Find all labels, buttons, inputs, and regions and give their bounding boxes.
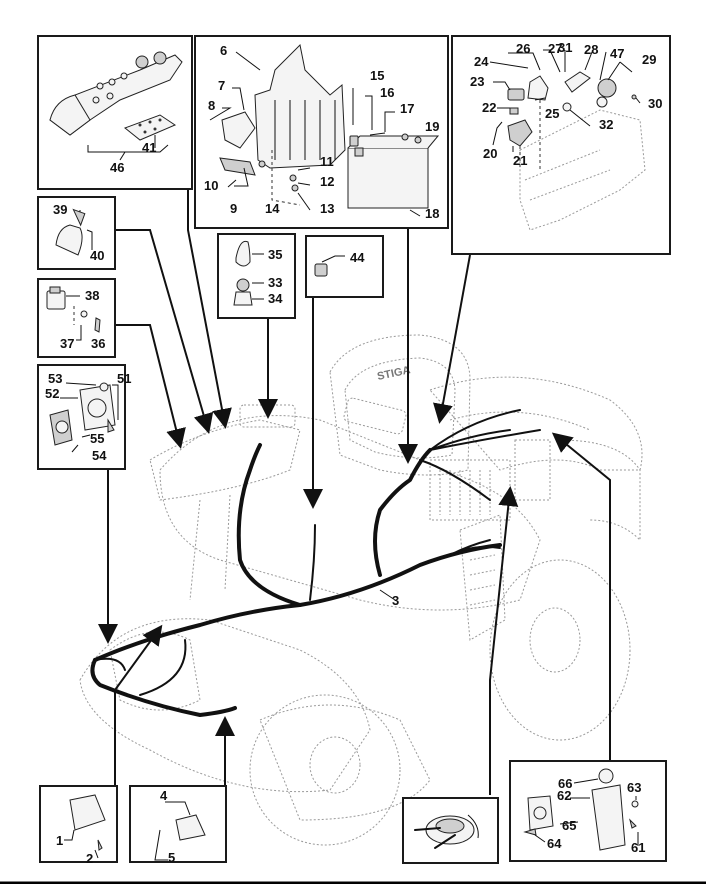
panel-rear-socket[interactable]: 66 63 62 65 64 61 xyxy=(509,760,667,862)
panel-ignition[interactable]: 35 33 34 xyxy=(217,233,296,319)
label-30: 30 xyxy=(648,96,662,111)
label-14: 14 xyxy=(265,201,280,216)
panel-dashboard[interactable]: 41 46 xyxy=(37,35,193,190)
label-12: 12 xyxy=(320,174,334,189)
label-35: 35 xyxy=(268,247,282,262)
label-2: 2 xyxy=(86,851,93,866)
label-54: 54 xyxy=(92,448,107,463)
label-20: 20 xyxy=(483,146,497,161)
label-23: 23 xyxy=(470,74,484,89)
label-7: 7 xyxy=(218,78,225,93)
label-36: 36 xyxy=(91,336,105,351)
label-51: 51 xyxy=(117,371,131,386)
label-22: 22 xyxy=(482,100,496,115)
label-18: 18 xyxy=(425,206,439,221)
label-46: 46 xyxy=(110,160,124,175)
panel-headlight[interactable]: 1 2 xyxy=(39,785,118,866)
panel-rear-bracket[interactable]: 26 27 31 28 47 29 24 23 22 25 20 21 32 3… xyxy=(451,35,671,255)
label-63: 63 xyxy=(627,780,641,795)
label-19: 19 xyxy=(425,119,439,134)
label-16: 16 xyxy=(380,85,394,100)
panel-clutch[interactable] xyxy=(402,797,499,864)
label-9: 9 xyxy=(230,201,237,216)
label-29: 29 xyxy=(642,52,656,67)
panel-relay[interactable]: 38 37 36 xyxy=(37,278,116,358)
label-15: 15 xyxy=(370,68,384,83)
label-38: 38 xyxy=(85,288,99,303)
label-34: 34 xyxy=(268,291,283,306)
label-24: 24 xyxy=(474,54,489,69)
leader-3 xyxy=(379,589,396,601)
label-21: 21 xyxy=(513,153,527,168)
label-31: 31 xyxy=(558,40,572,55)
label-55: 55 xyxy=(90,431,104,446)
panel-battery[interactable]: 6 7 8 9 10 11 12 13 14 15 16 17 18 19 xyxy=(194,35,449,229)
label-37: 37 xyxy=(60,336,74,351)
label-53: 53 xyxy=(48,371,62,386)
label-41: 41 xyxy=(142,140,156,155)
label-44: 44 xyxy=(350,250,365,265)
label-26: 26 xyxy=(516,41,530,56)
label-52: 52 xyxy=(45,386,59,401)
label-61: 61 xyxy=(631,840,645,855)
callout-arrows xyxy=(98,190,611,795)
panel-switch[interactable]: 44 xyxy=(305,235,384,298)
panel-sensor[interactable]: 4 5 xyxy=(129,785,227,865)
label-65: 65 xyxy=(562,818,576,833)
label-1: 1 xyxy=(56,833,63,848)
label-27: 27 xyxy=(548,41,562,56)
label-28: 28 xyxy=(584,42,598,57)
label-64: 64 xyxy=(547,836,562,851)
label-33: 33 xyxy=(268,275,282,290)
label-4: 4 xyxy=(160,788,168,803)
label-25: 25 xyxy=(545,106,559,121)
label-40: 40 xyxy=(90,248,104,263)
label-3: 3 xyxy=(392,593,399,608)
label-47: 47 xyxy=(610,46,624,61)
label-10: 10 xyxy=(204,178,218,193)
label-66: 66 xyxy=(558,776,572,791)
panel-socket[interactable]: 53 51 52 55 54 xyxy=(37,364,131,470)
label-8: 8 xyxy=(208,98,215,113)
label-5: 5 xyxy=(168,850,175,865)
label-39: 39 xyxy=(53,202,67,217)
wiring-harness xyxy=(90,409,541,717)
label-6: 6 xyxy=(220,43,227,58)
label-13: 13 xyxy=(320,201,334,216)
label-11: 11 xyxy=(320,154,334,169)
brand-logo: STIGA xyxy=(376,364,411,383)
panel-cap[interactable]: 39 40 xyxy=(37,196,116,270)
label-32: 32 xyxy=(599,117,613,132)
label-62: 62 xyxy=(557,788,571,803)
tractor-outline xyxy=(79,334,643,846)
label-17: 17 xyxy=(400,101,414,116)
